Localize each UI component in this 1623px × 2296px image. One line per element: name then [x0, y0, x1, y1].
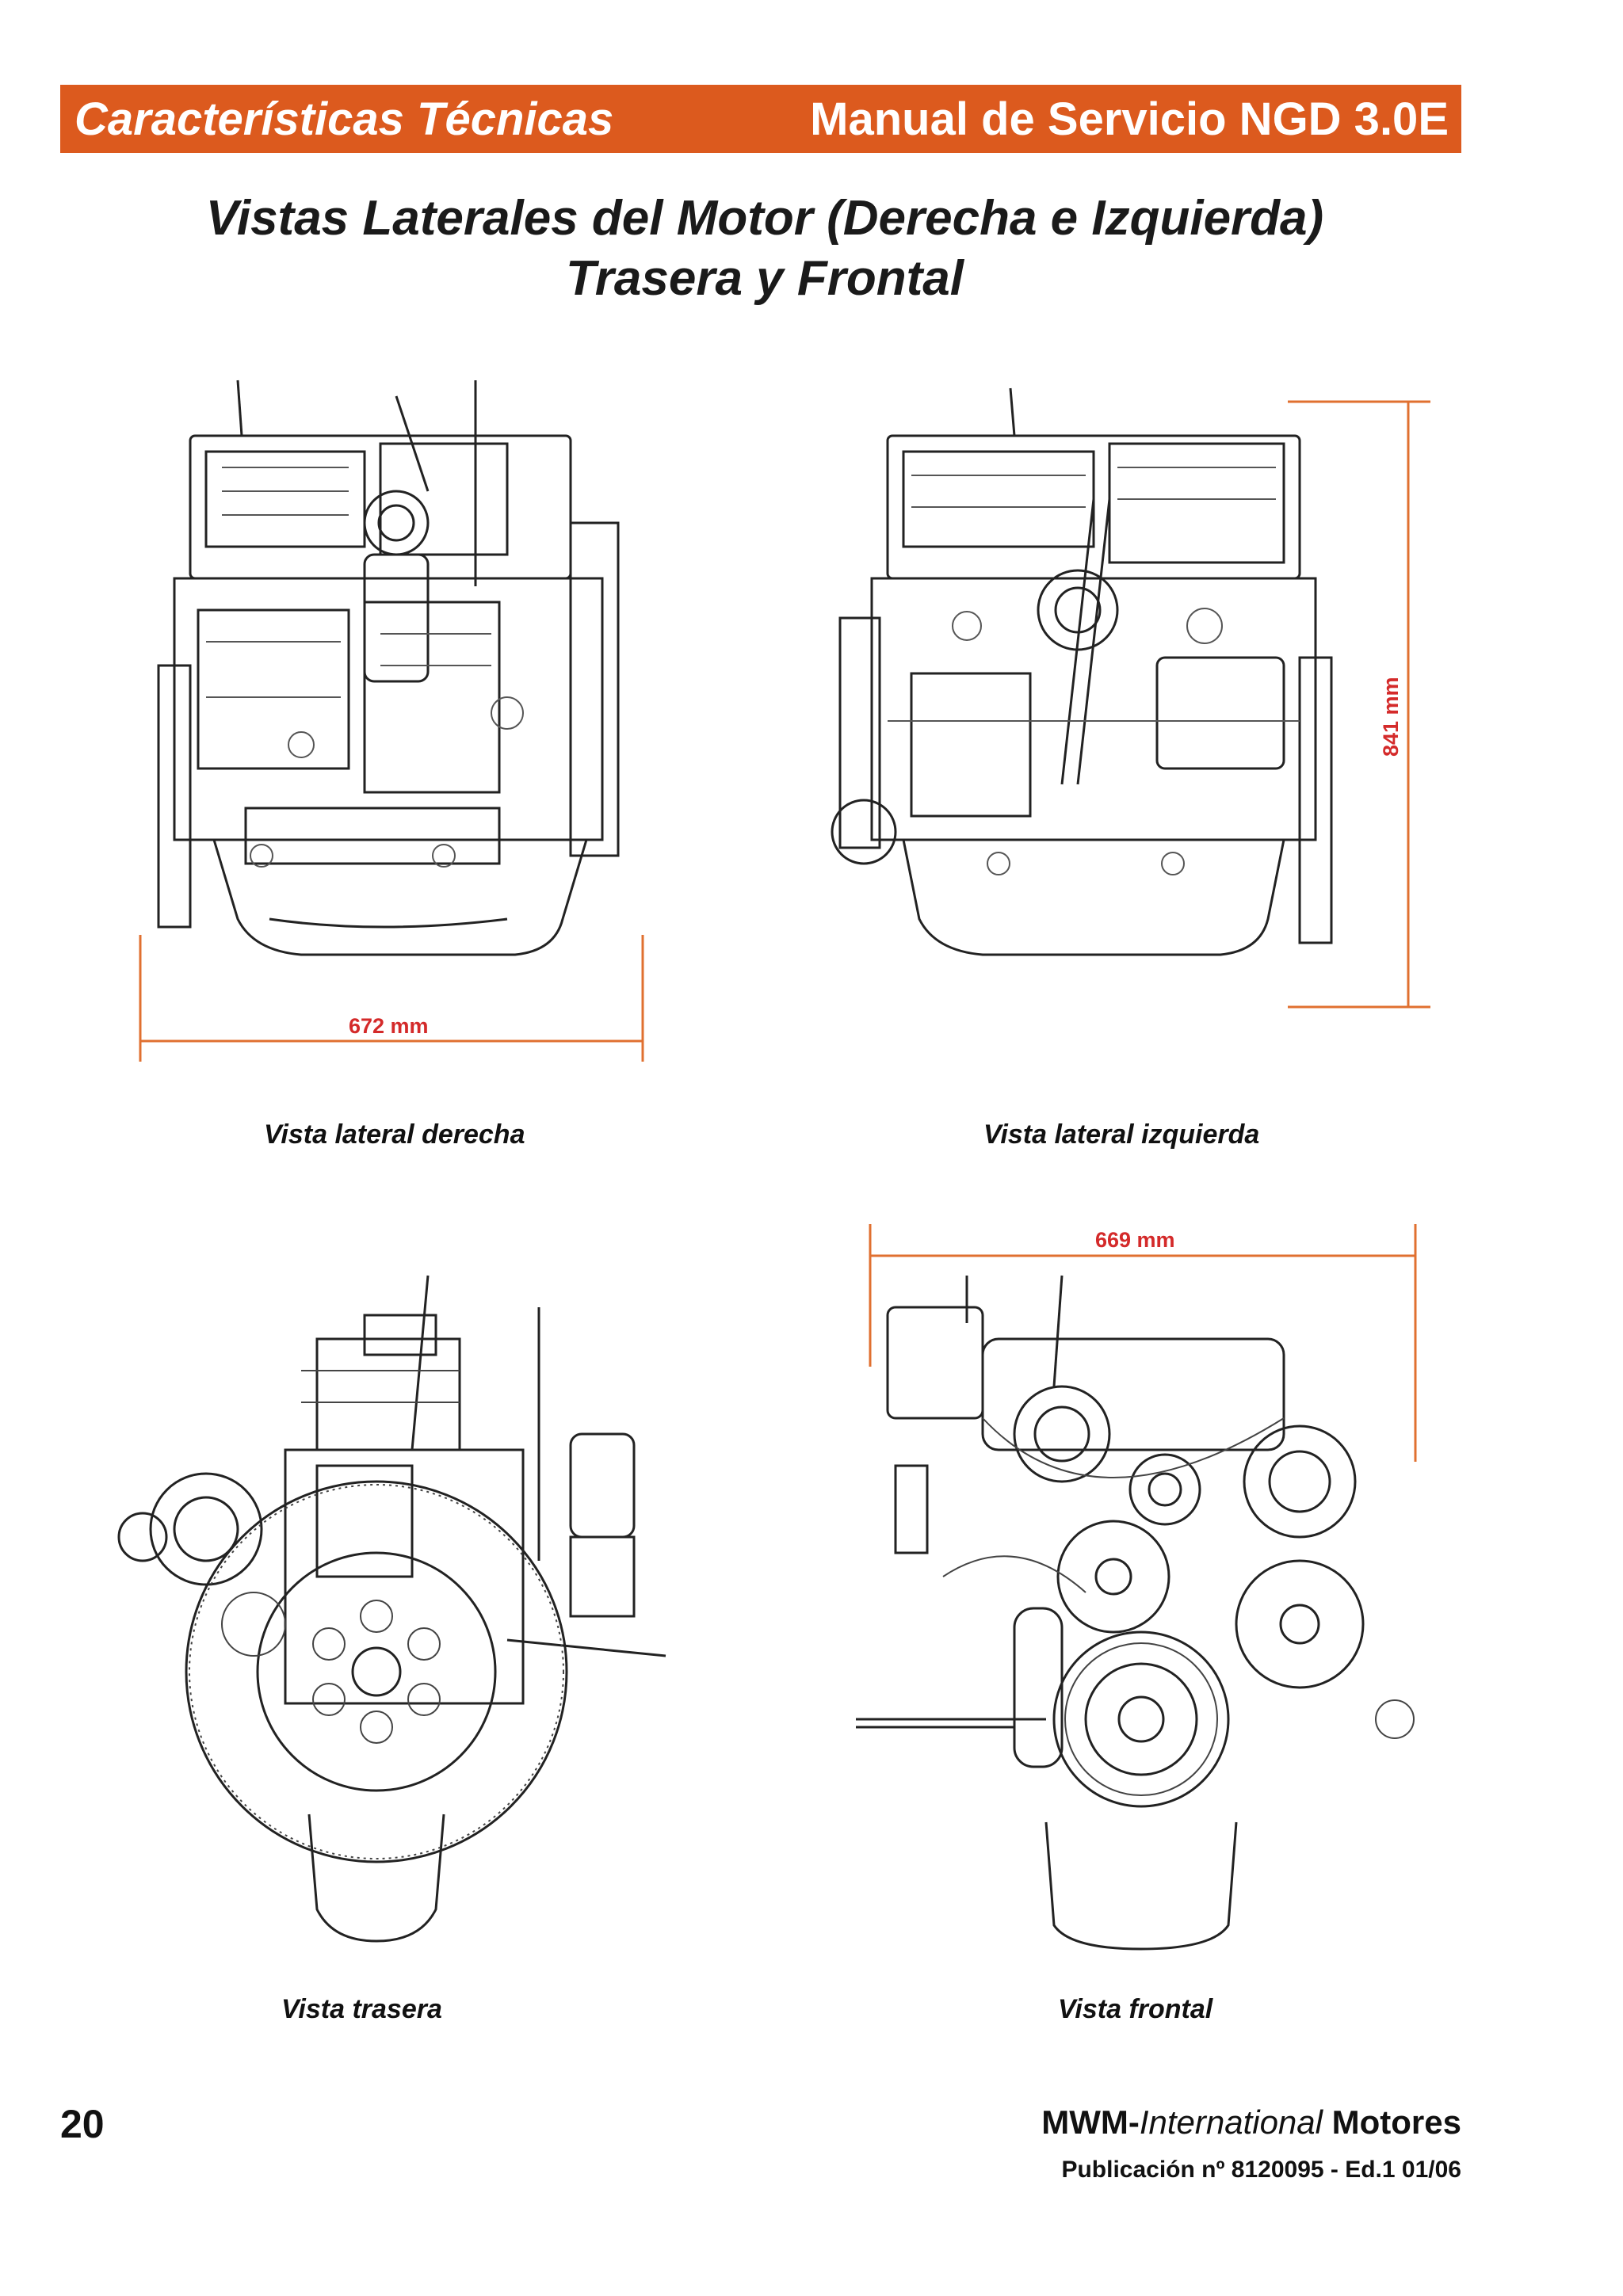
engine-front-drawing: [856, 1275, 1415, 1951]
header-bar: Características Técnicas Manual de Servi…: [60, 85, 1461, 153]
dimension-672-line: [139, 935, 644, 1062]
caption-rear: Vista trasera: [281, 1994, 442, 2024]
page-title-line2: Trasera y Frontal: [566, 251, 964, 306]
dimension-672-label: 672 mm: [349, 1014, 429, 1038]
publication-number: Publicación nº 8120095 - Ed.1 01/06: [1061, 2157, 1461, 2183]
engine-left-side-drawing: [831, 387, 1333, 956]
publisher-name: MWM-International Motores: [1041, 2103, 1461, 2142]
dimension-669-line: [869, 1224, 1417, 1462]
engine-rear-drawing: [117, 1275, 666, 1943]
dimension-841-line: [1288, 400, 1430, 1009]
section-title: Características Técnicas: [74, 93, 614, 145]
publisher-prefix: MWM-: [1041, 2103, 1140, 2141]
page-title-line1: Vistas Laterales del Motor (Derecha e Iz…: [205, 191, 1324, 246]
engine-right-side-drawing: [157, 379, 620, 956]
publisher-suffix: Motores: [1322, 2103, 1461, 2141]
caption-front: Vista frontal: [1058, 1994, 1213, 2024]
caption-right-side: Vista lateral derecha: [264, 1119, 525, 1150]
publisher-italic: International: [1139, 2103, 1323, 2141]
dimension-669-label: 669 mm: [1095, 1228, 1175, 1252]
page-number: 20: [60, 2102, 105, 2146]
dimension-841-label: 841 mm: [1379, 677, 1403, 757]
caption-left-side: Vista lateral izquierda: [983, 1119, 1260, 1150]
manual-title: Manual de Servicio NGD 3.0E: [810, 93, 1449, 145]
